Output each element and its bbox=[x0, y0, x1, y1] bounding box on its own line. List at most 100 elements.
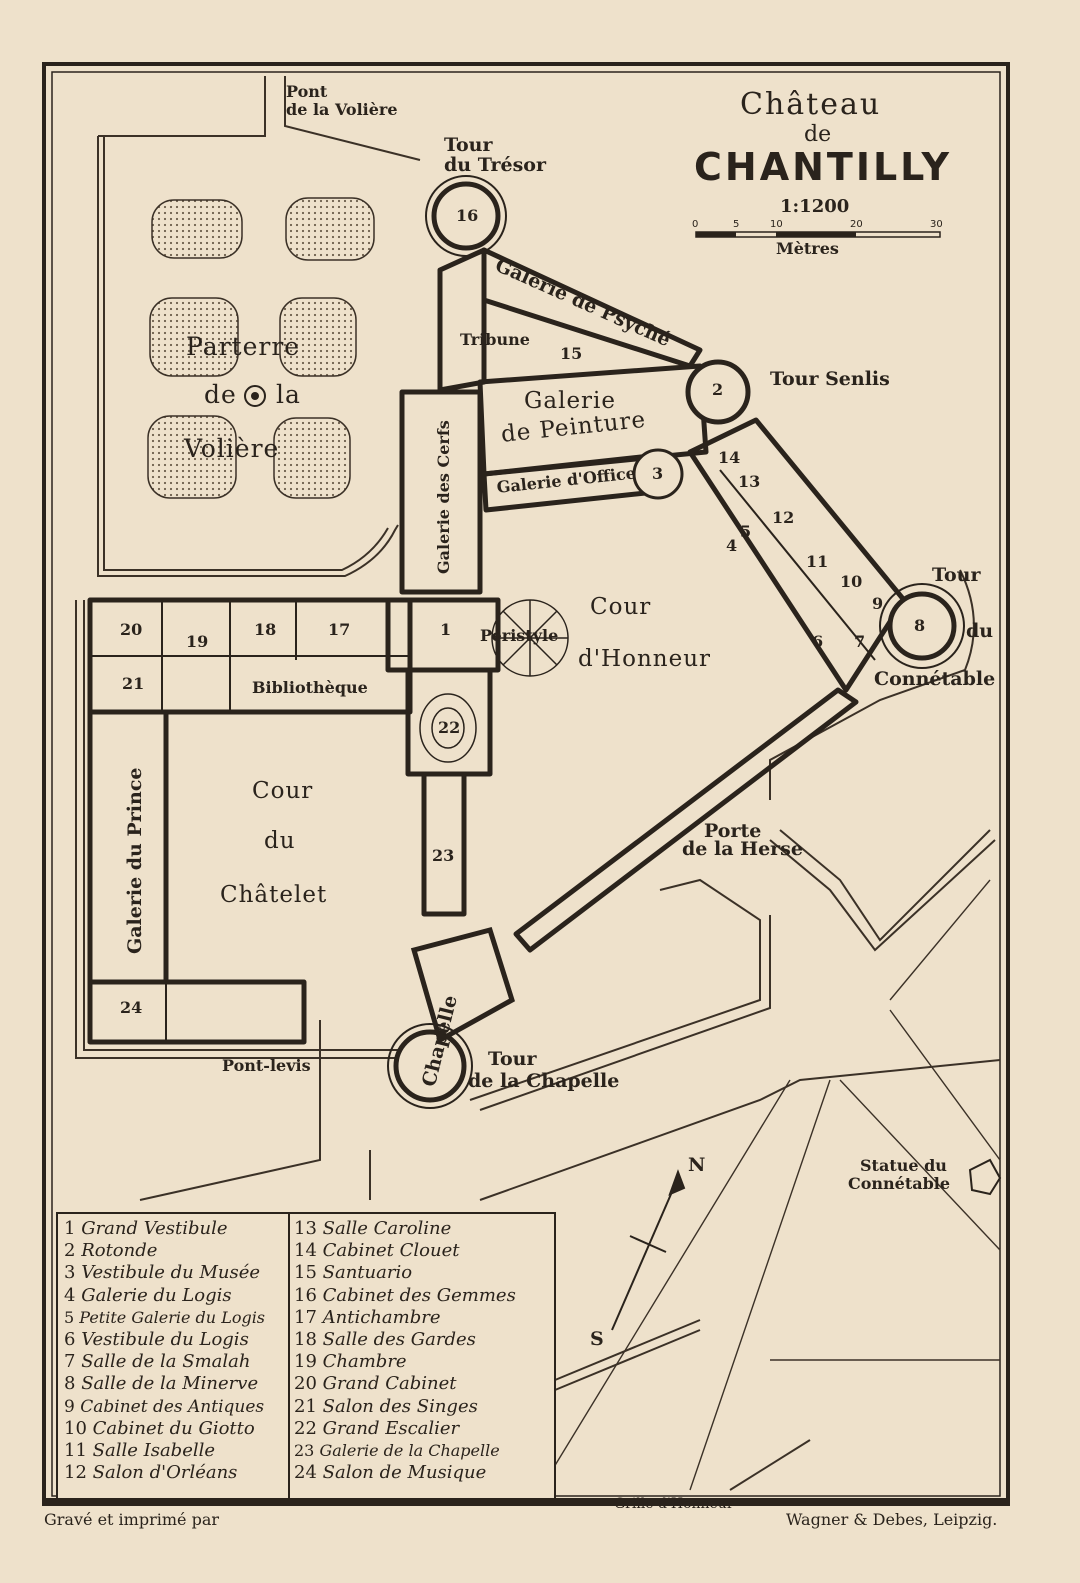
label-tour-chapelle-1: Tour bbox=[488, 1048, 537, 1070]
room-number-24: 24 bbox=[120, 998, 143, 1017]
label-cour-chatelet-2: du bbox=[264, 828, 296, 854]
scale-unit: Mètres bbox=[776, 239, 839, 258]
room-number-4: 4 bbox=[726, 536, 738, 555]
room-number-10: 10 bbox=[840, 572, 863, 591]
legend-item: 3 Vestibule du Musée bbox=[64, 1262, 261, 1284]
room-number-22: 22 bbox=[438, 718, 461, 737]
parterre-fountain bbox=[244, 385, 266, 407]
label-pont-levis: Pont-levis bbox=[222, 1056, 311, 1075]
legend-column-left: 1 Grand Vestibule 2 Rotonde 3 Vestibule … bbox=[64, 1218, 265, 1484]
compass bbox=[611, 1169, 686, 1331]
room-number-19: 19 bbox=[186, 632, 209, 651]
label-pont-voliere-2: de la Volière bbox=[286, 100, 398, 119]
legend-item: 8 Salle de la Minerve bbox=[64, 1373, 259, 1395]
legend-column-right: 13 Salle Caroline 14 Cabinet Clouet 15 S… bbox=[294, 1218, 516, 1484]
legend-item: 10 Cabinet du Giotto bbox=[64, 1417, 255, 1439]
scale-tick-10: 10 bbox=[770, 219, 783, 230]
legend-item: 5 Petite Galerie du Logis bbox=[64, 1307, 266, 1327]
legend-item: 22 Grand Escalier bbox=[294, 1417, 460, 1439]
label-porte-herse-2: de la Herse bbox=[682, 838, 803, 860]
scale-tick-5: 5 bbox=[733, 219, 740, 230]
tower-rings bbox=[387, 175, 965, 1109]
room-number-13: 13 bbox=[738, 472, 761, 491]
legend-item: 1 Grand Vestibule bbox=[64, 1218, 228, 1239]
room-number-17: 17 bbox=[328, 620, 351, 639]
label-galerie-peinture-1: Galerie bbox=[524, 388, 617, 414]
moat-edges bbox=[75, 76, 1001, 1491]
legend-item: 4 Galerie du Logis bbox=[64, 1284, 232, 1306]
title-chantilly: CHANTILLY bbox=[694, 145, 952, 189]
legend-divider bbox=[288, 1214, 290, 1498]
label-parterre-4: Volière bbox=[184, 434, 280, 463]
footer-publisher: Wagner & Debes, Leipzig. bbox=[786, 1510, 998, 1529]
legend-item: 2 Rotonde bbox=[64, 1240, 158, 1262]
avenues bbox=[539, 879, 1001, 1491]
room-number-6: 6 bbox=[812, 632, 824, 651]
towers bbox=[393, 181, 957, 1103]
label-cour-chatelet-3: Châtelet bbox=[220, 882, 328, 908]
label-peristyle: Péristyle bbox=[480, 626, 559, 645]
statue-shape bbox=[968, 1158, 1002, 1196]
label-cour-chatelet-1: Cour bbox=[252, 778, 314, 804]
room-number-18: 18 bbox=[254, 620, 277, 639]
label-statue-2: Connétable bbox=[848, 1174, 951, 1193]
room-number-16: 16 bbox=[456, 206, 479, 225]
title-chateau: Château bbox=[740, 87, 882, 122]
legend-box: 1 Grand Vestibule 2 Rotonde 3 Vestibule … bbox=[56, 1212, 556, 1500]
room-number-14: 14 bbox=[718, 448, 741, 467]
footer-engraver: Gravé et imprimé par bbox=[44, 1510, 219, 1529]
room-number-11: 11 bbox=[806, 552, 829, 571]
room-number-2: 2 bbox=[712, 380, 724, 399]
legend-item: 12 Salon d'Orléans bbox=[64, 1462, 238, 1484]
room-number-15: 15 bbox=[560, 344, 583, 363]
label-tour-connetable-2: du bbox=[966, 620, 994, 642]
scale-tick-0: 0 bbox=[692, 219, 699, 230]
legend-item: 16 Cabinet des Gemmes bbox=[294, 1284, 516, 1306]
label-galerie-cerfs: Galerie des Cerfs bbox=[434, 420, 453, 574]
legend-item: 23 Galerie de la Chapelle bbox=[294, 1441, 500, 1461]
legend-item: 20 Grand Cabinet bbox=[294, 1373, 457, 1395]
outer-frame bbox=[42, 62, 1010, 1506]
scale-bar bbox=[695, 231, 941, 238]
label-parterre-2: de bbox=[204, 380, 237, 409]
label-north: N bbox=[688, 1154, 706, 1176]
scale-tick-30: 30 bbox=[930, 219, 943, 230]
parterre-beds bbox=[147, 197, 375, 499]
label-tour-tresor-1: Tour bbox=[444, 134, 493, 156]
label-south: S bbox=[590, 1328, 604, 1350]
legend-item: 9 Cabinet des Antiques bbox=[64, 1396, 265, 1417]
label-cour-honneur-2: d'Honneur bbox=[578, 646, 711, 672]
legend-item: 24 Salon de Musique bbox=[294, 1462, 487, 1484]
legend-item: 18 Salle des Gardes bbox=[294, 1329, 476, 1351]
legend-item: 15 Santuario bbox=[294, 1262, 413, 1284]
label-tour-tresor-2: du Trésor bbox=[444, 154, 546, 176]
label-statue-1: Statue du bbox=[860, 1156, 947, 1175]
chapelle-nave bbox=[410, 926, 515, 1044]
legend-item: 21 Salon des Singes bbox=[294, 1395, 478, 1417]
legend-item: 6 Vestibule du Logis bbox=[64, 1329, 249, 1351]
room-number-3: 3 bbox=[652, 464, 664, 483]
room-number-7: 7 bbox=[854, 632, 866, 651]
legend-item: 17 Antichambre bbox=[294, 1306, 441, 1328]
label-porte-herse-1: Porte bbox=[704, 820, 762, 842]
label-tribune: Tribune bbox=[460, 330, 530, 349]
label-parterre-1: Parterre bbox=[186, 332, 301, 361]
legend-item: 14 Cabinet Clouet bbox=[294, 1240, 460, 1262]
label-pont-voliere-1: Pont bbox=[286, 82, 328, 101]
grand-escalier bbox=[419, 693, 477, 763]
room-number-8: 8 bbox=[914, 616, 926, 635]
legend-item: 11 Salle Isabelle bbox=[64, 1440, 216, 1462]
label-tour-connetable-1: Tour bbox=[932, 564, 981, 586]
legend-item: 19 Chambre bbox=[294, 1351, 407, 1373]
room-number-5: 5 bbox=[740, 522, 752, 541]
scale-ratio: 1:1200 bbox=[780, 196, 850, 217]
legend-item: 7 Salle de la Smalah bbox=[64, 1351, 251, 1373]
room-number-9: 9 bbox=[872, 594, 884, 613]
peristyle-star bbox=[491, 599, 569, 677]
title-de: de bbox=[804, 122, 832, 147]
footer-grille: Grille d'Honneur bbox=[614, 1496, 734, 1512]
label-cour-honneur-1: Cour bbox=[590, 594, 652, 620]
label-tour-chapelle-2: de la Chapelle bbox=[468, 1070, 620, 1092]
